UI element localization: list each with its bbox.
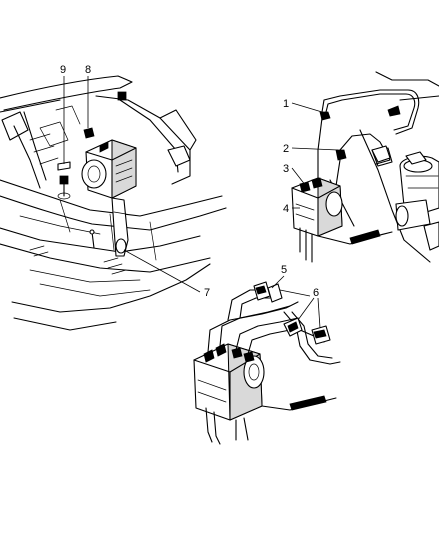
callout-7: 7: [204, 287, 210, 299]
callout-9: 9: [60, 64, 66, 76]
master-cylinder-view: [329, 71, 439, 263]
abs-module-installed: [57, 127, 137, 257]
vehicle-body-view: [0, 75, 227, 331]
leader-3: [291, 167, 307, 187]
callout-2: 2: [283, 143, 289, 155]
callout-6: 6: [313, 287, 319, 299]
abs-module-exploded: [193, 281, 341, 445]
leader-5: [271, 275, 285, 289]
brake-lines-upper: [317, 89, 420, 181]
callout-5: 5: [281, 264, 287, 276]
callout-8: 8: [85, 64, 91, 76]
leader-6a: [279, 289, 311, 297]
callout-1: 1: [283, 98, 289, 110]
leader-2: [291, 147, 339, 151]
abs-module-upper-right: [291, 177, 393, 263]
leader-7: [123, 249, 201, 293]
leader-1: [291, 102, 323, 113]
callout-3: 3: [283, 163, 289, 175]
leader-6b: [297, 297, 315, 321]
brake-lines-lower: [331, 133, 391, 201]
leader-6c: [317, 297, 321, 329]
callout-4: 4: [283, 203, 289, 215]
